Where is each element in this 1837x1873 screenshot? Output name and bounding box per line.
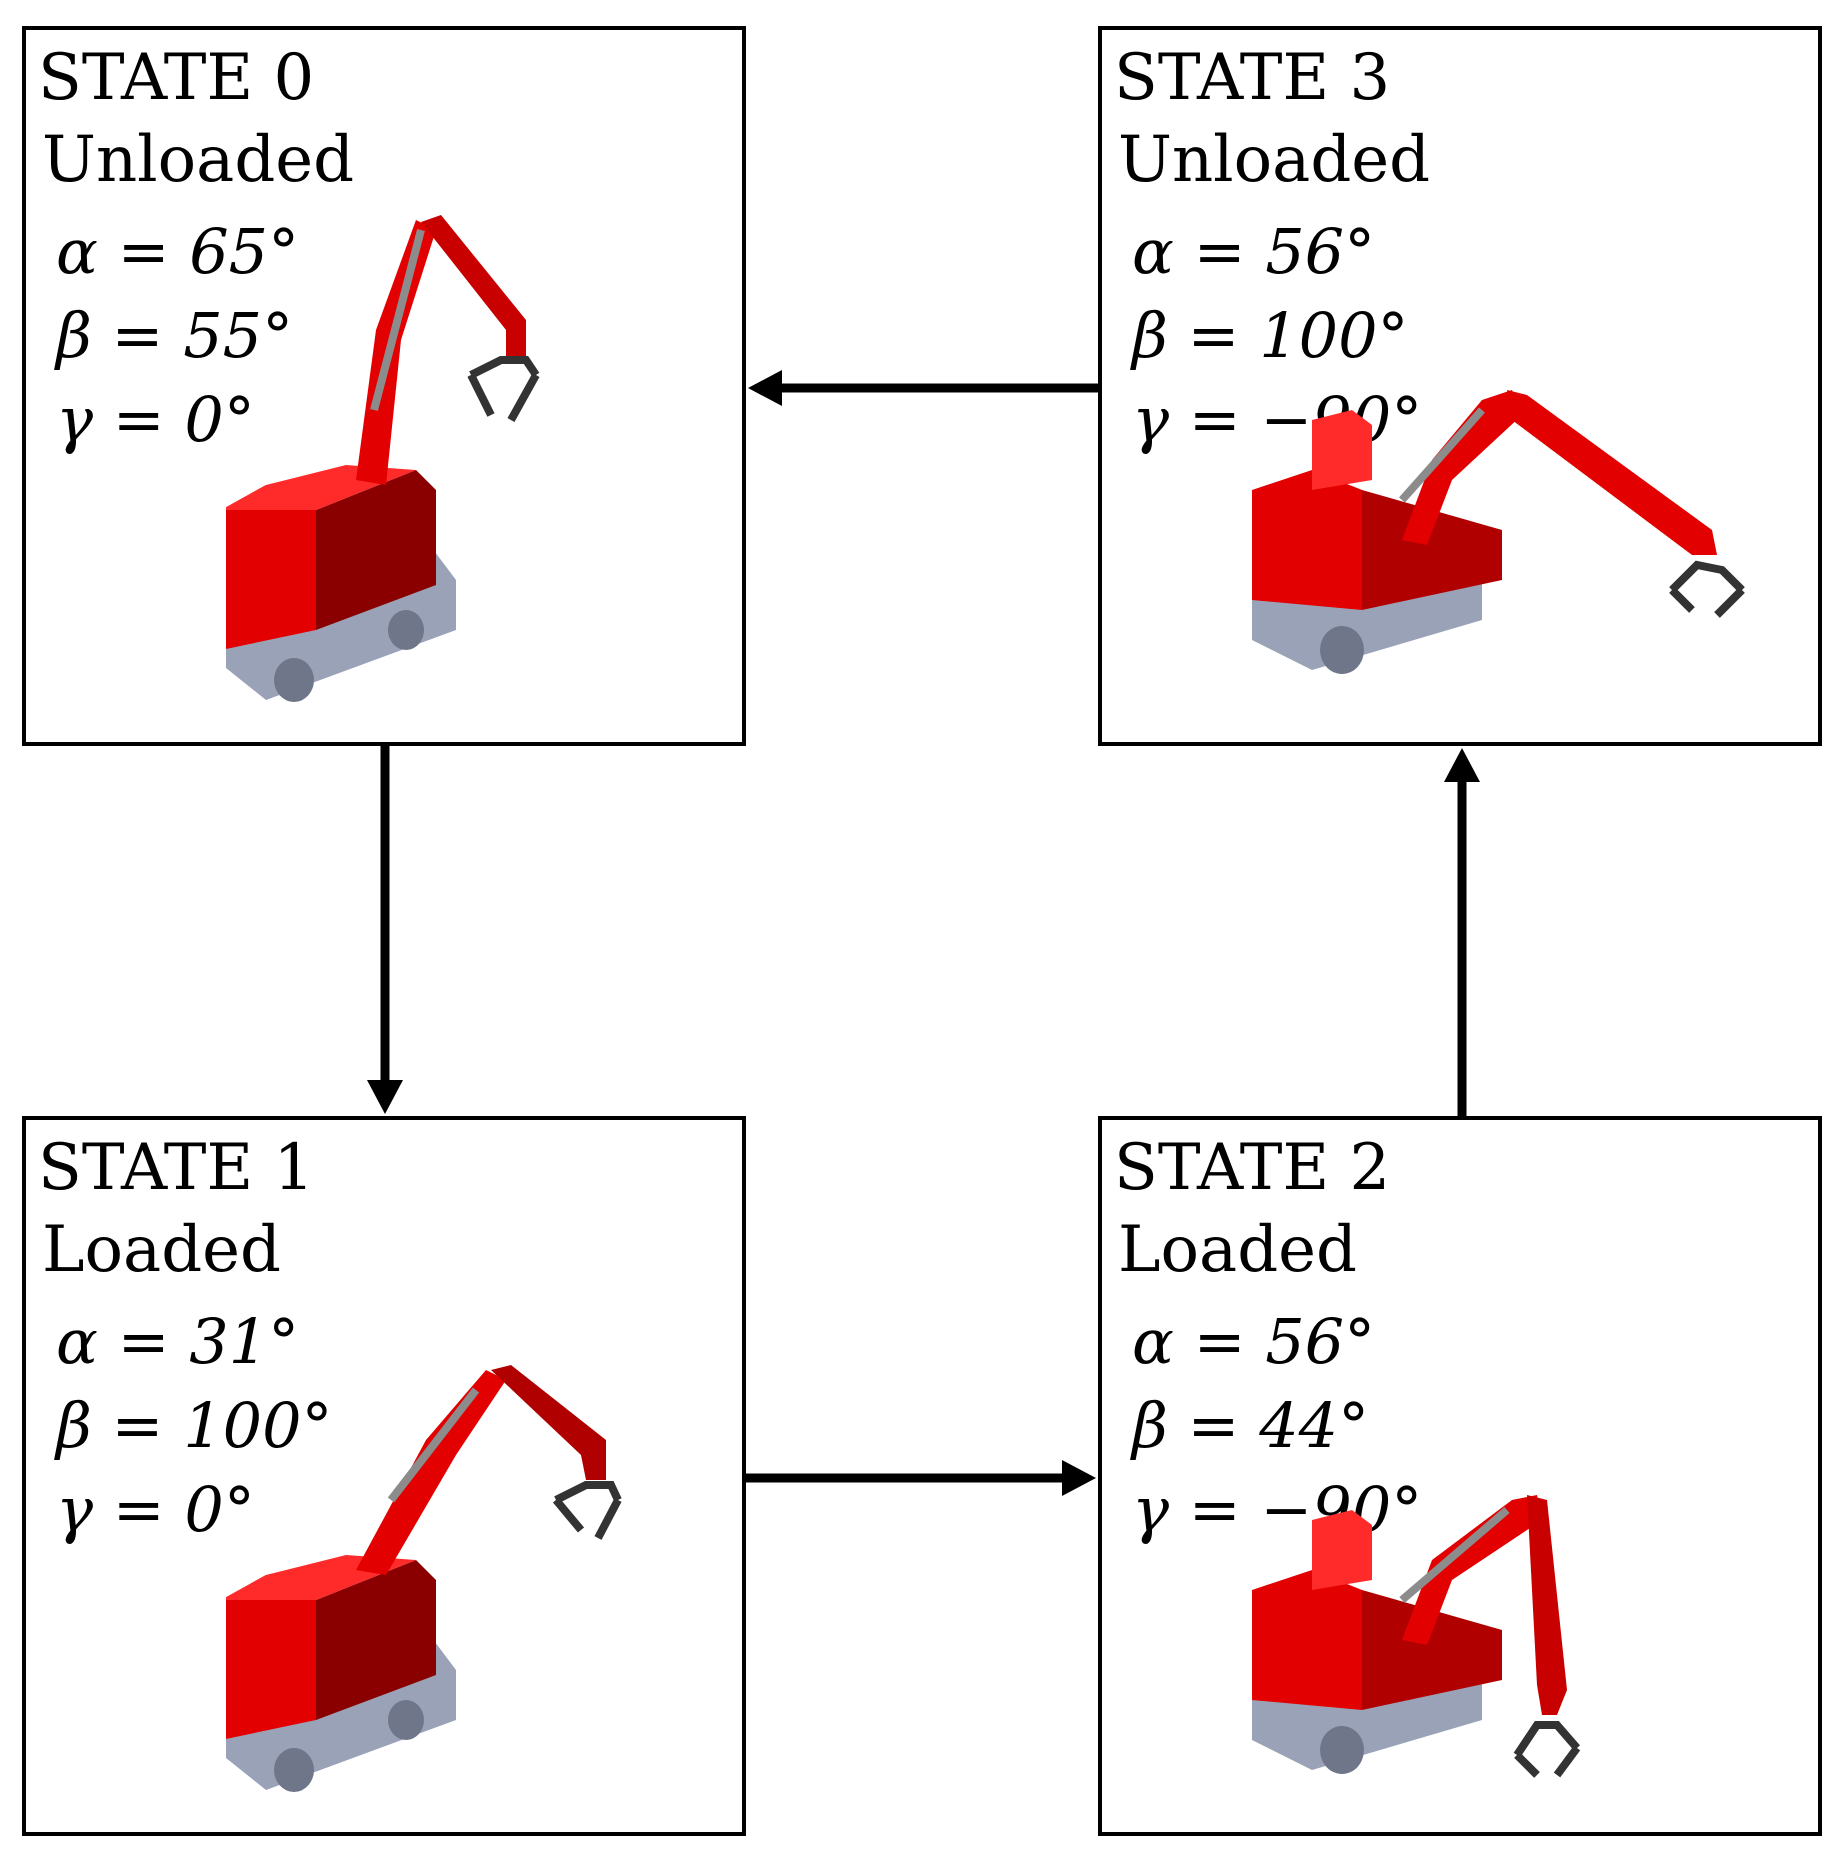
state-load-status: Loaded — [1118, 1213, 1357, 1287]
angle-list: α = 56° β = 44° γ = −90° — [1132, 1300, 1422, 1552]
beta-value: β = 100° — [1132, 299, 1409, 372]
beta-value: β = 100° — [56, 1389, 333, 1462]
state-title: STATE 1 — [38, 1131, 315, 1205]
angle-list: α = 56° β = 100° γ = −90° — [1132, 210, 1422, 462]
angle-list: α = 31° β = 100° γ = 0° — [56, 1300, 333, 1552]
beta-value: β = 55° — [56, 299, 294, 372]
alpha-value: α = 31° — [56, 1305, 300, 1378]
alpha-value: α = 56° — [1132, 1305, 1376, 1378]
arrow-icon — [367, 746, 403, 1114]
state-title: STATE 3 — [1114, 41, 1391, 115]
gamma-value: γ = −90° — [1132, 1473, 1423, 1546]
machine-icon — [226, 1365, 622, 1792]
state-title: STATE 2 — [1114, 1131, 1391, 1205]
state-3-box: STATE 3 Unloaded α = 56° β = 100° γ = −9… — [1098, 26, 1822, 746]
beta-value: β = 44° — [1132, 1389, 1370, 1462]
alpha-value: α = 56° — [1132, 215, 1376, 288]
state-load-status: Unloaded — [42, 123, 355, 197]
state-title: STATE 0 — [38, 41, 315, 115]
state-load-status: Loaded — [42, 1213, 281, 1287]
gamma-value: γ = −90° — [1132, 383, 1423, 456]
state-1-box: STATE 1 Loaded α = 31° β = 100° γ = 0° — [22, 1116, 746, 1836]
arrow-icon — [746, 1460, 1096, 1496]
arrow-icon — [748, 370, 1098, 406]
state-2-box: STATE 2 Loaded α = 56° β = 44° γ = −90° — [1098, 1116, 1822, 1836]
gamma-value: γ = 0° — [56, 383, 255, 456]
gamma-value: γ = 0° — [56, 1473, 255, 1546]
machine-icon — [1252, 390, 1745, 674]
alpha-value: α = 65° — [56, 215, 300, 288]
machine-icon — [1252, 1495, 1581, 1778]
state-0-box: STATE 0 Unloaded α = 65° β = 55° γ = 0° — [22, 26, 746, 746]
state-load-status: Unloaded — [1118, 123, 1431, 197]
machine-icon — [226, 215, 540, 702]
angle-list: α = 65° β = 55° γ = 0° — [56, 210, 299, 462]
arrow-icon — [1444, 748, 1480, 1116]
